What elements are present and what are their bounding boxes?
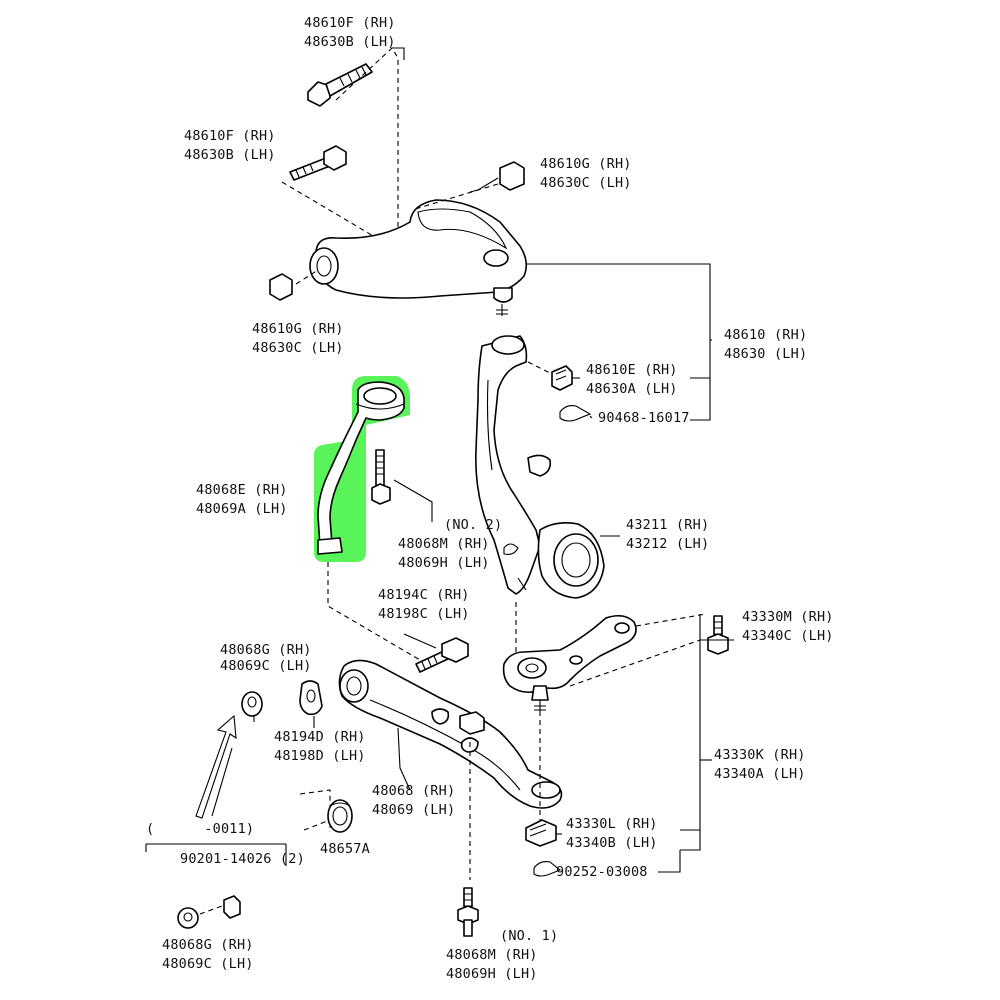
label-bolt-mid-lh: 48630B (LH): [184, 147, 276, 163]
lower-cotter-pin: [533, 861, 562, 877]
upper-cotter-pin: [559, 405, 592, 422]
upper-ball-nut: [527, 361, 573, 391]
label-nut-left-lh: 48630C (LH): [252, 340, 344, 356]
label-balljoint-nut-rh: 43330L (RH): [566, 816, 658, 832]
label-balljoint-nut-lh: 43340B (LH): [566, 835, 658, 851]
label-ball-nut-rh: 48610E (RH): [586, 362, 678, 378]
label-no1-tag: (NO. 1): [500, 928, 559, 944]
label-no2-rh: 48068M (RH): [398, 536, 490, 552]
leader-nut-dashed: [295, 183, 499, 285]
label-balljoint-bolt-rh: 43330M (RH): [742, 609, 834, 625]
label-kit-part: 90201-14026 (2): [180, 851, 305, 867]
label-lower-arm-rh: 48068 (RH): [372, 783, 456, 799]
label-no1-rh: 48068M (RH): [446, 947, 538, 963]
lower-ball-joint: [502, 614, 637, 716]
label-bolt-top-lh: 48630B (LH): [304, 34, 396, 50]
label-no2-lh: 48069H (LH): [398, 555, 490, 571]
label-bush2-lh: 48069C (LH): [162, 956, 254, 972]
label-balljoint-bolt-lh: 43340C (LH): [742, 628, 834, 644]
bolt-no1: [457, 887, 479, 937]
label-bush2-rh: 48068G (RH): [162, 937, 254, 953]
label-washer-rh: 48194D (RH): [274, 729, 366, 745]
lower-balljoint-nut: [525, 819, 557, 847]
label-nut-left-rh: 48610G (RH): [252, 321, 344, 337]
label-bolt-mid-rh: 48610F (RH): [184, 128, 276, 144]
highlight-strut-rod: [314, 376, 410, 562]
label-cotter-upper: 90468-16017: [598, 410, 690, 426]
label-strut-lh: 48069A (LH): [196, 501, 288, 517]
label-nut-top-rh: 48610G (RH): [540, 156, 632, 172]
leader-balljoint-dashed: [539, 613, 707, 822]
label-knuckle-rh: 43211 (RH): [626, 517, 710, 533]
label-bush-lh: 48069C (LH): [220, 658, 312, 674]
lower-arm-nut: [459, 711, 485, 735]
label-no2-tag: (NO. 2): [444, 517, 503, 533]
strut-rod: [317, 381, 405, 555]
lower-ball-joint-bolt: [707, 615, 729, 655]
stopper-48657a: [327, 799, 353, 833]
steering-knuckle: [475, 335, 605, 599]
bracket-lines: [145, 263, 734, 873]
label-date-range: ( -0011): [146, 821, 255, 837]
label-knuckle-lh: 43212 (LH): [626, 536, 710, 552]
label-balljoint-lh: 43340A (LH): [714, 766, 806, 782]
label-ball-nut-lh: 48630A (LH): [586, 381, 678, 397]
label-nut-top-lh: 48630C (LH): [540, 175, 632, 191]
washer-lower: [223, 895, 241, 919]
label-strut-rh: 48068E (RH): [196, 482, 288, 498]
washer-48194d: [299, 680, 323, 716]
upper-nut-left: [269, 273, 293, 301]
label-bush-rh: 48068G (RH): [220, 642, 312, 658]
arrow-icon: [195, 714, 237, 819]
bush-48068g: [241, 691, 263, 717]
label-stopper: 48657A: [320, 841, 370, 857]
lower-arm-bolt: [415, 637, 469, 673]
label-cotter-lower: 90252-03008: [556, 864, 648, 880]
label-upper-arm-lh: 48630 (LH): [724, 346, 808, 362]
label-bolt-top-rh: 48610F (RH): [304, 15, 396, 31]
leader-bolt-top: [392, 47, 405, 60]
label-no1-lh: 48069H (LH): [446, 966, 538, 982]
label-bolt-lower-lh: 48198C (LH): [378, 606, 470, 622]
label-lower-arm-lh: 48069 (LH): [372, 802, 456, 818]
label-bolt-lower-rh: 48194C (RH): [378, 587, 470, 603]
upper-control-arm: [309, 199, 528, 316]
upper-nut-right: [469, 161, 525, 193]
label-balljoint-rh: 43330K (RH): [714, 747, 806, 763]
bush-48068g-lower: [177, 907, 199, 929]
leader-bolt-dashed: [281, 47, 399, 241]
label-upper-arm-rh: 48610 (RH): [724, 327, 808, 343]
leader-bush-lower-dashed: [199, 905, 223, 915]
strut-bolt-no2: [371, 449, 433, 522]
upper-bolt-mid: [289, 145, 347, 181]
upper-bolt-top: [307, 63, 373, 107]
label-washer-lh: 48198D (LH): [274, 748, 366, 764]
